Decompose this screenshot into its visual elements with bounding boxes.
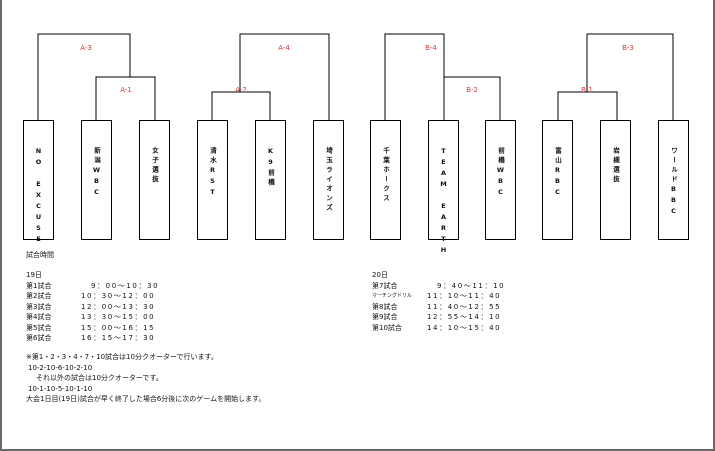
schedule-day2: 20日 第7試合 9：40～11：10 マーチングドリル 11：10～11：40 第…: [372, 270, 505, 333]
team-name: K9前橋: [266, 147, 275, 188]
schedule-row: 第8試合 11：40～12：55: [372, 302, 505, 313]
team-box: 埼玉ライオンズ: [313, 120, 344, 240]
game-name: マーチングドリル: [372, 293, 413, 299]
game-name: 第5試合: [26, 323, 52, 332]
team-name: 富山RBC: [553, 147, 562, 199]
schedule-row: 第10試合 14：10～15：40: [372, 323, 505, 334]
team-box: K9前橋: [255, 120, 286, 240]
note-line: それ以外の試合は10分クオーターです。: [36, 374, 163, 382]
bracket-line-a1: [95, 76, 156, 120]
bracket-line-a4: [239, 33, 330, 120]
schedule-day1: 19日 第1試合 9：00～10：30 第2試合 10：30～12：00 第3試合 1…: [26, 270, 159, 344]
game-name: 第4試合: [26, 313, 52, 321]
team-name: 千葉ホークス: [381, 147, 390, 204]
match-label-b1: B-1: [581, 86, 593, 94]
team-name: ワールドBBC: [669, 147, 678, 218]
game-time: 9：00～10：30: [91, 281, 160, 290]
match-label-a2: A-2: [235, 86, 247, 94]
team-name: TEAM EARTH: [439, 147, 448, 257]
note-line: 10-1-10-5-10-1-10: [28, 384, 93, 393]
game-time: 11：40～12：55: [427, 302, 502, 311]
game-time: 12：00～13：30: [81, 302, 156, 311]
game-name: 第10試合: [372, 323, 402, 332]
schedule-row: マーチングドリル 11：10～11：40: [372, 291, 505, 302]
schedule-row: 第5試合 15：00～16：15: [26, 323, 159, 334]
schedule-row: 第2試合 10：30～12：00: [26, 291, 159, 302]
team-name: 埼玉ライオンズ: [324, 147, 333, 214]
game-name: 第6試合: [26, 334, 52, 342]
game-name: 第1試合: [26, 281, 52, 290]
team-box: 前橋WBC: [485, 120, 516, 240]
note-line: 10-2-10-6-10-2-10: [28, 363, 93, 372]
bracket-line-b3: [586, 33, 674, 120]
match-label-a1: A-1: [120, 86, 132, 94]
team-box: 岩槻選抜: [600, 120, 631, 240]
bracket-line-b4: [384, 33, 445, 120]
team-box: 清水RST: [197, 120, 228, 240]
game-name: 第9試合: [372, 313, 398, 321]
bracket-line-b1: [557, 91, 618, 120]
day2-heading: 20日: [372, 271, 388, 279]
team-name: 岩槻選抜: [611, 147, 620, 185]
schedule-row: 第6試合 16：15～17：30: [26, 333, 159, 344]
game-name: 第2試合: [26, 292, 52, 300]
schedule-row: 第9試合 12：55～14：10: [372, 312, 505, 323]
match-label-a4: A-4: [278, 44, 290, 52]
team-box: ワールドBBC: [658, 120, 689, 240]
team-name: 前橋WBC: [496, 147, 505, 199]
game-name: 第3試合: [26, 302, 52, 311]
match-label-a3: A-3: [80, 44, 92, 52]
team-name: NO EXCUSE: [34, 147, 43, 246]
game-time: 12：55～14：10: [427, 313, 502, 321]
bracket-line-a2: [211, 91, 271, 120]
game-name: 第8試合: [372, 302, 398, 311]
game-time: 13：30～15：00: [81, 313, 156, 321]
game-time: 15：00～16：15: [81, 323, 156, 332]
team-box: 千葉ホークス: [370, 120, 401, 240]
schedule-row: 第7試合 9：40～11：10: [372, 281, 505, 292]
team-name: 女子選抜: [150, 147, 159, 185]
game-time: 10：30～12：00: [81, 292, 156, 300]
team-box: 女子選抜: [139, 120, 170, 240]
schedule-row: 第3試合 12：00～13：30: [26, 302, 159, 313]
schedule-row: 第4試合 13：30～15：00: [26, 312, 159, 323]
team-name: 清水RST: [208, 147, 217, 199]
schedule-row: 第1試合 9：00～10：30: [26, 281, 159, 292]
schedule-title: 試合時間: [26, 251, 54, 259]
game-name: 第7試合: [372, 281, 398, 290]
match-label-b2: B-2: [466, 86, 478, 94]
game-time: 14：10～15：40: [427, 323, 502, 332]
match-label-b4: B-4: [425, 44, 437, 52]
team-box: NO EXCUSE: [23, 120, 54, 246]
note-line: 大会1日目(19日)試合が早く終了した場合6分後に次のゲームを開始します。: [26, 395, 266, 403]
game-time: 11：10～11：40: [427, 292, 502, 300]
team-box: 富山RBC: [542, 120, 573, 240]
game-time: 9：40～11：10: [437, 281, 506, 290]
bracket-line-b2: [443, 76, 501, 120]
match-label-b3: B-3: [622, 44, 634, 52]
rules-notes: ※第1・2・3・4・7・10試合は10分クオーターで行います。 10-2-10-…: [26, 352, 265, 405]
note-line: ※第1・2・3・4・7・10試合は10分クオーターで行います。: [26, 353, 218, 361]
bracket-line-a3: [37, 33, 131, 120]
day1-heading: 19日: [26, 271, 42, 279]
team-name: 新潟WBC: [92, 147, 101, 199]
team-box: TEAM EARTH: [428, 120, 459, 257]
game-time: 16：15～17：30: [81, 334, 156, 342]
team-box: 新潟WBC: [81, 120, 112, 240]
